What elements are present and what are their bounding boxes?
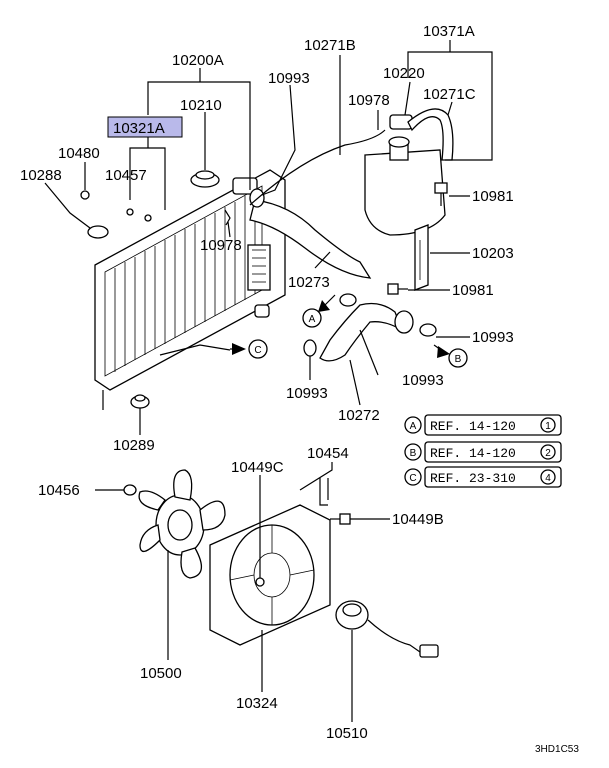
callout-10981-top: 10981 [472,188,514,205]
bolt [387,283,408,295]
callout-10456: 10456 [38,482,80,499]
callout-10449C: 10449C [231,459,284,476]
fan-shroud [209,504,331,646]
callout-10457: 10457 [105,167,147,184]
callout-10981-lower: 10981 [452,282,494,299]
reference-number: 4 [545,473,551,484]
connector-c-letter: C [254,345,261,356]
upper-hose [249,199,372,279]
callout-10203: 10203 [472,245,514,262]
reference-text: REF. 14-120 [430,419,516,434]
callout-10510: 10510 [326,725,368,742]
connector-b-marker [448,348,468,368]
callout-10210: 10210 [180,97,222,114]
diagram-code: 3HD1C53 [535,744,579,755]
callout-10200A: 10200A [172,52,224,69]
reserve-tank-bracket [414,224,429,291]
callout-10273: 10273 [288,274,330,291]
callout-10449B: 10449B [392,511,444,528]
callout-10480: 10480 [58,145,100,162]
callout-10220: 10220 [383,65,425,82]
reserve-tank [364,108,454,236]
fan-nut [123,484,137,496]
connector-a-letter: A [309,314,316,325]
callout-10272: 10272 [338,407,380,424]
reference-row-a: A REF. 14-120 1 [404,414,562,436]
drain-plug [80,190,152,239]
callout-10289: 10289 [113,437,155,454]
reference-row-b: B REF. 14-120 2 [404,441,562,463]
callout-10321A: 10321A [113,120,165,137]
hose-clamp [249,188,265,208]
radiator-cap [190,170,220,188]
callout-10978-top: 10978 [348,92,390,109]
hose-clamp [303,293,437,357]
reference-row-c: C REF. 23-310 4 [404,466,562,488]
callout-10993-left: 10993 [286,385,328,402]
connector-markers: A B C [248,308,468,368]
connector-b-letter: B [455,354,462,365]
reference-number: 2 [545,448,551,459]
reference-letter: A [410,421,417,432]
connector-c-marker [248,339,268,359]
highlight-box [107,116,183,138]
callout-10993-mid: 10993 [402,372,444,389]
callout-10993-top: 10993 [268,70,310,87]
callout-10454: 10454 [307,445,349,462]
callout-10271B: 10271B [304,37,356,54]
reference-table: A REF. 14-120 1 B REF. 14-120 2 C REF. 2… [404,414,562,488]
hose-clip [224,209,231,226]
shroud-bracket [319,478,329,506]
reference-text: REF. 14-120 [430,446,516,461]
callout-10978-lower: 10978 [200,237,242,254]
bolt [330,513,351,525]
overflow-hose [249,129,386,206]
callout-10288: 10288 [20,167,62,184]
bolt [434,182,448,206]
callout-10271C: 10271C [423,86,476,103]
callout-10371A: 10371A [423,23,475,40]
callout-10500: 10500 [140,665,182,682]
connector-a-marker [302,308,322,328]
callouts: 10200A 10210 10321A 10480 10457 10288 10… [20,23,514,742]
shroud-screw [255,577,265,587]
radiator-mount-cushion [130,394,150,409]
radiator [94,169,286,410]
callout-10324: 10324 [236,695,278,712]
reference-letter: B [410,448,417,459]
reference-text: REF. 23-310 [430,471,516,486]
cooling-fan [138,469,226,579]
reference-letter: C [409,473,416,484]
reference-number: 1 [545,421,551,432]
flow-arrows [232,300,450,358]
lower-hose [319,302,414,362]
fan-motor [335,600,439,658]
callout-10993-right: 10993 [472,329,514,346]
